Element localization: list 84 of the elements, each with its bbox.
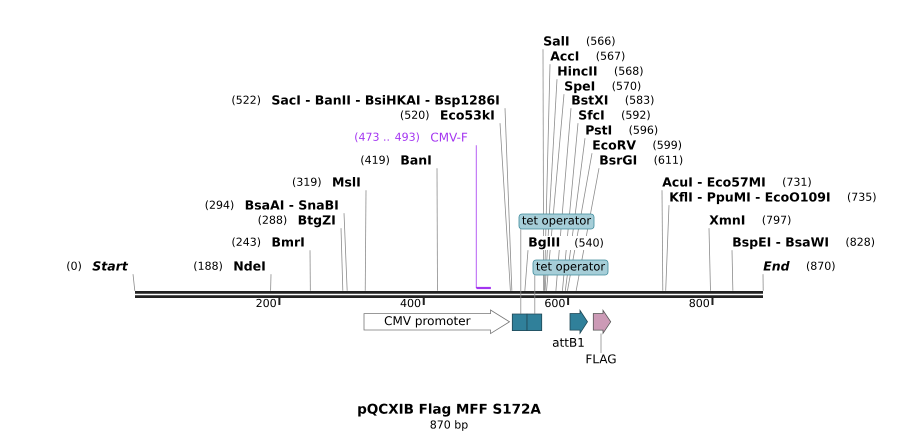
position-label: (611) [654,155,682,166]
leader-line [504,108,512,292]
enzyme-label: BspEI - BsaWI [733,237,828,250]
position-label: (570) [612,81,640,92]
leader-line [344,212,348,292]
position-label: (828) [846,237,874,248]
primer-label: CMV-F [431,132,468,142]
leader-line [662,190,664,292]
enzyme-label: HincII [558,66,596,76]
position-label: (0) [67,261,81,272]
enzyme-label: BstXI [572,95,608,105]
position-label: (567) [596,51,624,62]
position-label: (568) [614,66,643,76]
tick-label: 600 [545,298,565,308]
operator-box [512,314,528,331]
tick-label: 800 [690,298,710,308]
enzyme-label: PstI [586,125,612,135]
enzyme-label: BtgZI [298,215,335,228]
sequence-backbone [135,291,763,298]
tick-label: 200 [256,298,276,308]
feature-tag: tet operator [532,260,608,276]
leader-line [732,250,734,292]
enzyme-label: SpeI [565,81,594,94]
position-label: (419) [361,155,389,166]
end-label: End [763,261,790,271]
position-label: (583) [626,95,654,106]
enzyme-label: XmnI [709,215,744,224]
enzyme-label: MslI [333,177,360,187]
position-label: (520) [400,110,429,120]
feature-label: attB1 [552,338,584,347]
position-label: (522) [232,95,260,106]
leader-line [665,204,670,292]
sequence-length: 870 bp [430,420,468,431]
leader-line [310,250,311,292]
position-label: (731) [783,177,811,188]
position-label: (735) [848,192,876,202]
leader-line [500,122,511,292]
enzyme-label: AccI [550,51,578,61]
leader-line [364,190,366,292]
leader-line [132,274,136,292]
position-label: (288) [258,215,286,226]
leader-line [534,274,536,314]
enzyme-label: Eco53kI [441,110,494,120]
operator-box [526,314,542,331]
leader-line [762,274,764,292]
primer-bar [476,286,491,290]
enzyme-label: BmrI [272,237,304,246]
position-label: (870) [806,261,835,272]
leader-line [520,228,522,314]
position-label: (243) [232,237,260,248]
feature-symbol [592,308,612,335]
enzyme-label: NdeI [234,261,265,271]
leader-line [476,144,477,288]
enzyme-label: KflI - PpuMI - EcoO109I [670,192,830,204]
enzyme-label: BsrGI [600,155,636,165]
position-label: (596) [630,125,658,136]
leader-line [436,168,438,292]
position-label: (797) [762,215,790,226]
position-label: (566) [586,36,615,46]
tick-label: 400 [400,298,420,308]
enzyme-label: BanI [401,155,431,165]
enzyme-label: SalI [544,36,568,46]
enzyme-label: SacI - BanII - BsiHKAI - Bsp1286I [272,95,499,108]
leader-line [708,228,711,292]
leader-line [600,333,602,354]
leader-line [340,228,344,292]
enzyme-label: SfcI [579,110,604,120]
leader-line [524,250,528,292]
feature-tag: tet operator [518,214,594,230]
position-label: (294) [206,200,234,210]
position-label: (592) [622,110,650,120]
enzyme-label: BsaAI - SnaBI [246,200,338,210]
enzyme-label: AcuI - Eco57MI [662,177,765,187]
map-title: pQCXIB Flag MFF S172A [358,403,541,417]
enzyme-label: BglII (540) [527,236,605,250]
end-label: Start [92,261,128,271]
position-label: (473 .. 493) [355,132,419,142]
promoter-feature: CMV promoter [364,309,510,334]
feature-label: FLAG [586,354,616,364]
position-label: (319) [292,177,321,188]
enzyme-label: EcoRV [593,140,636,150]
position-label: (599) [653,140,682,150]
position-label: (188) [194,261,222,272]
leader-line [270,274,272,292]
